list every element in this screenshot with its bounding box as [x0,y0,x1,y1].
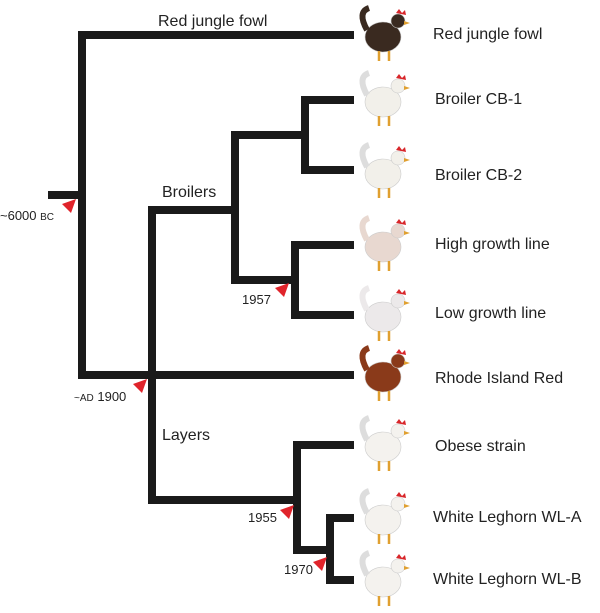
chicken-icon [359,5,410,61]
taxon-label: White Leghorn WL-B [433,571,582,588]
taxon-label: High growth line [435,236,550,253]
taxon-label: Broiler CB-1 [435,91,523,108]
date-markers [62,199,327,571]
marker-1957 [275,283,289,297]
marker-1970 [313,557,327,571]
chicken-icon [359,142,410,198]
date-era: BC [40,212,55,223]
taxon-label: Obese strain [435,438,526,455]
date-era: ~AD [74,393,94,404]
chicken-icon [359,488,410,544]
marker-1900 [133,379,147,393]
chicken-icon [359,285,410,341]
date-1957: 1957 [242,292,271,307]
chicken-icon [359,345,410,401]
date-number: 1900 [97,389,127,404]
taxon-label: Broiler CB-2 [435,167,523,184]
chicken-icon [359,415,410,471]
date-1955: 1955 [248,510,277,525]
group-label-broilers: Broilers [162,184,217,201]
marker-6000bc [62,199,76,213]
date-1900: ~AD 1900 [74,389,126,404]
date-number: ~6000 [0,208,37,223]
taxon-label: Rhode Island Red [435,370,564,387]
marker-1955 [280,505,294,519]
group-label-layers: Layers [162,427,211,444]
tree-branches [48,31,354,584]
branch-label-red-jungle-fowl: Red jungle fowl [158,13,268,30]
taxon-label: White Leghorn WL-A [433,509,582,526]
chicken-icon [359,215,410,271]
date-1970: 1970 [284,562,313,577]
chicken-images [359,5,410,606]
date-6000bc: ~6000 BC [0,208,54,223]
taxon-label: Low growth line [435,305,547,322]
chicken-icon [359,550,410,606]
taxon-label: Red jungle fowl [433,26,543,43]
chicken-icon [359,70,410,126]
